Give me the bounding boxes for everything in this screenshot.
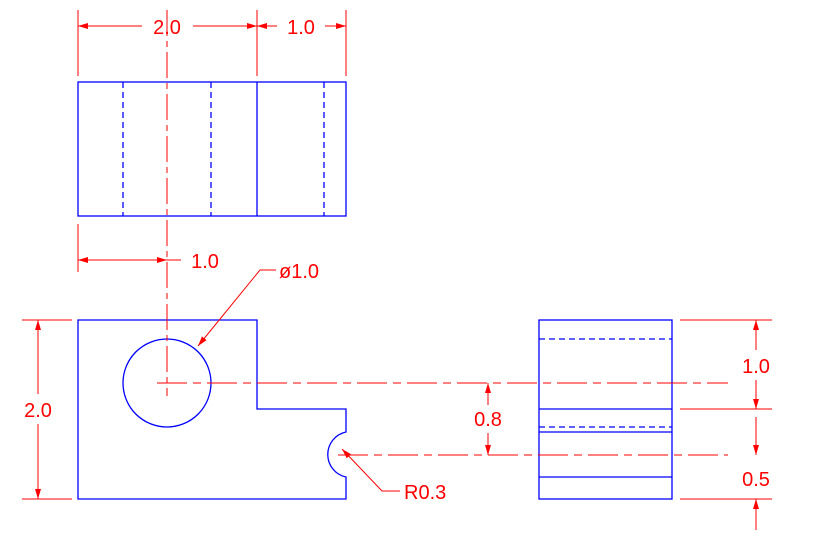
dim-notch-radius-leader	[341, 448, 400, 492]
dim-hole-offset-text: 1.0	[191, 251, 219, 273]
front-view	[77, 319, 347, 500]
top-view	[77, 81, 347, 217]
dim-center-spacing-text: 0.8	[474, 409, 502, 431]
front-view-outline	[77, 319, 347, 500]
top-view-outline	[77, 81, 347, 217]
center-lines	[157, 10, 728, 456]
dim-side-lower-text: 0.5	[742, 469, 770, 491]
dim-top-width-left-text: 2.0	[153, 17, 181, 39]
dim-top-width-right-text: 1.0	[287, 17, 315, 39]
dim-diameter-leader	[197, 269, 276, 347]
side-view	[538, 319, 673, 500]
dim-hole-diameter-text: ø1.0	[279, 261, 319, 283]
dimensions	[22, 10, 772, 530]
dim-front-height-text: 2.0	[24, 400, 52, 422]
dim-notch-radius-text: R0.3	[404, 482, 446, 504]
dim-side-upper-text: 1.0	[742, 356, 770, 378]
